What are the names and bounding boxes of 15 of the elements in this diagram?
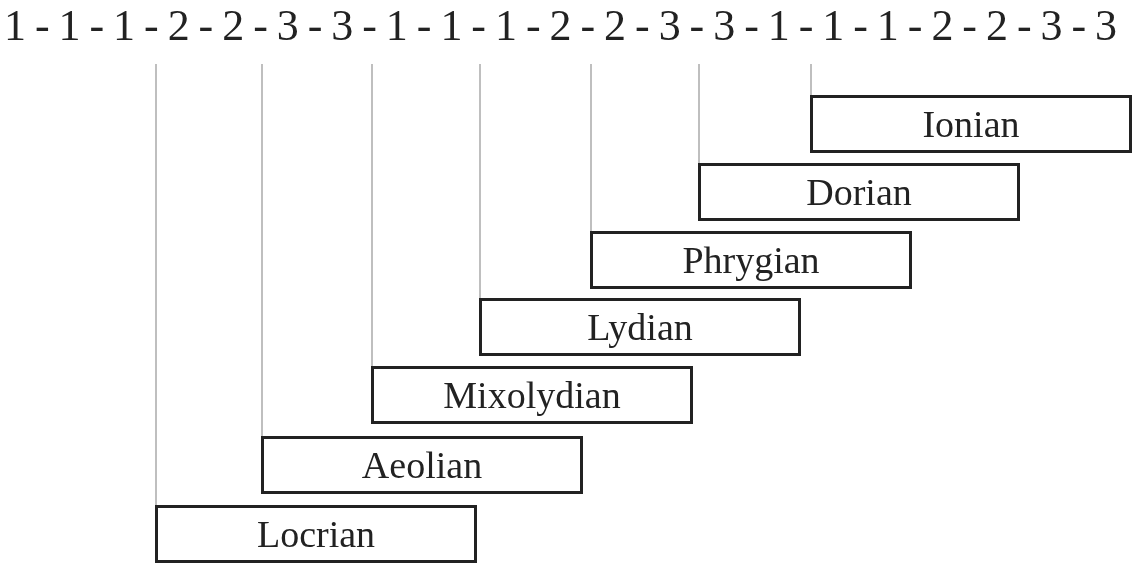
mode-name: Lydian [587, 305, 693, 349]
mode-box [261, 436, 583, 494]
mode-box [479, 298, 801, 356]
mode-name: Locrian [256, 512, 376, 556]
interval-sequence: 1-1-1-2-2-3-3-1-1-1-2-2-3-3-1-1-1-2-2-3-3 [4, 0, 1126, 51]
mode-box [155, 505, 477, 563]
mode-name: Phrygian [682, 238, 820, 282]
mode-name: Aeolian [361, 443, 483, 487]
mode-name: Ionian [922, 102, 1020, 146]
mode-box [590, 231, 912, 289]
mode-name: Dorian [806, 170, 912, 214]
mode-box [698, 163, 1020, 221]
mode-box [371, 366, 693, 424]
mode-box [810, 95, 1132, 153]
mode-name: Mixolydian [443, 373, 621, 417]
